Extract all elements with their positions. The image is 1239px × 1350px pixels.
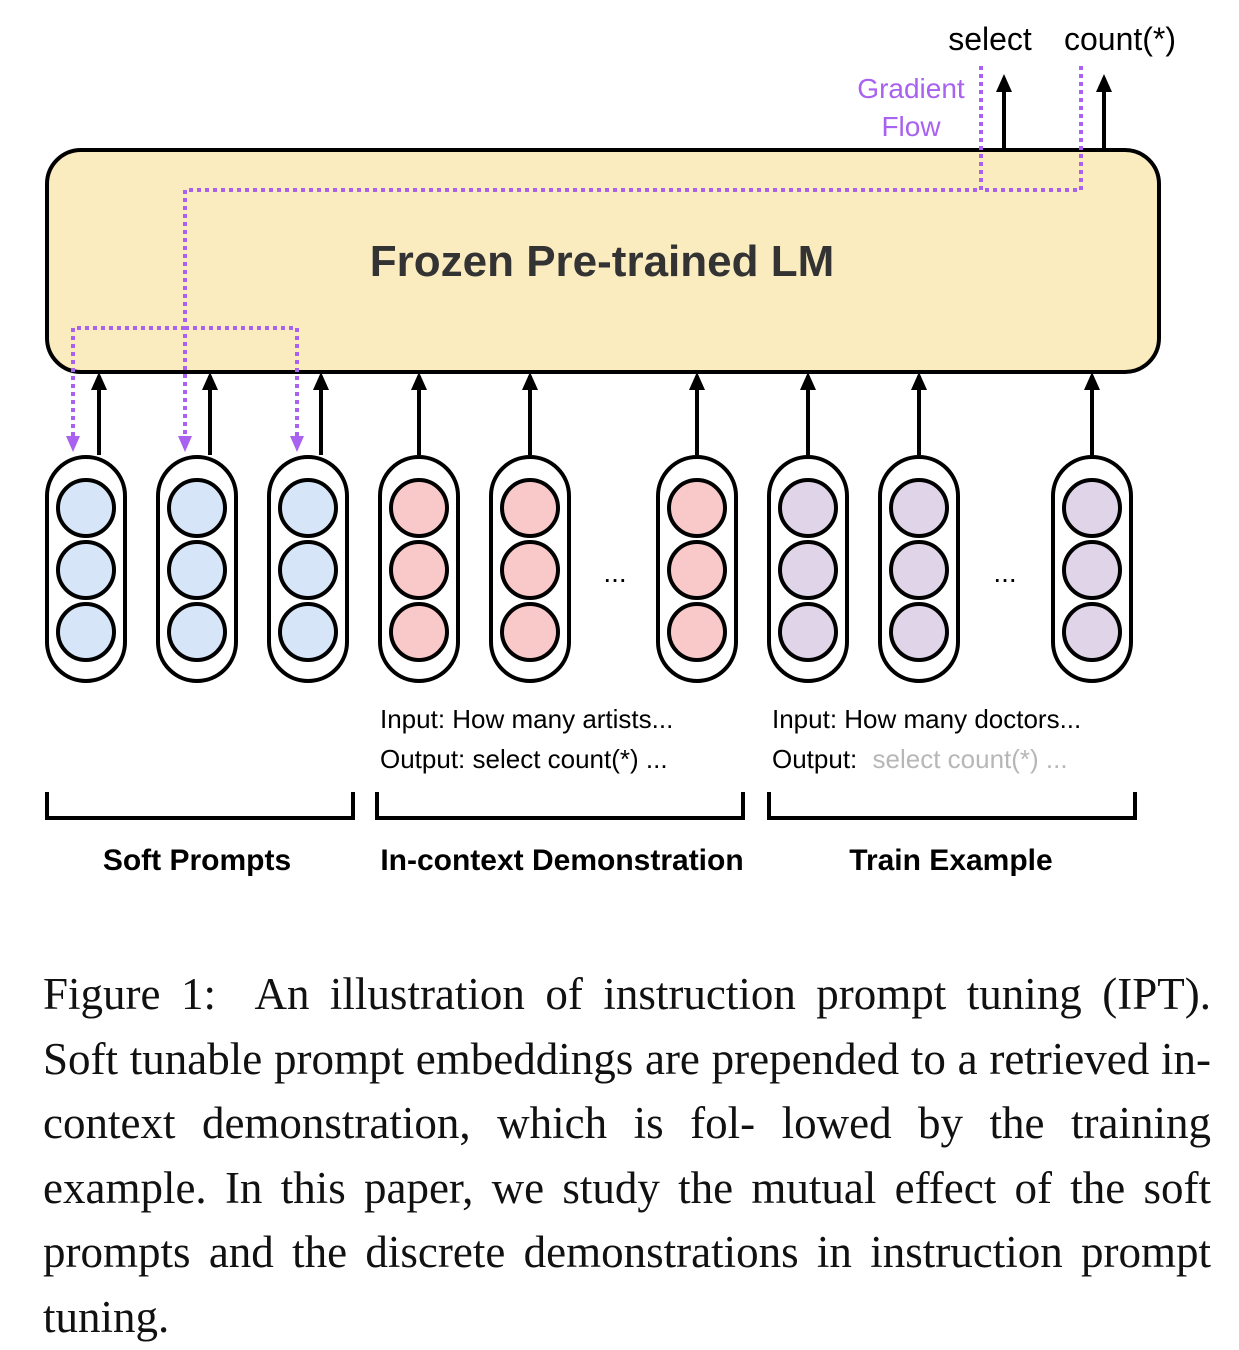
train-example-token-1 — [767, 372, 849, 683]
embedding-unit — [56, 602, 116, 662]
embedding-unit — [667, 478, 727, 538]
caption-line-5: the mutual effect of the soft prompts an… — [43, 1162, 1212, 1278]
group-label-demonstration: In-context Demonstration — [380, 844, 743, 877]
gradient-path-soft-1 — [66, 326, 185, 452]
embedding-unit — [778, 602, 838, 662]
in-context-demonstration-token-3 — [656, 372, 738, 683]
caption-line-1: Figure 1: An illustration of instruction… — [43, 969, 1082, 1019]
figure-caption: Figure 1: An illustration of instruction… — [43, 962, 1211, 1350]
embedding-unit — [278, 478, 338, 538]
train-output-value: select count(*) ... — [873, 744, 1068, 774]
frozen-lm-label: Frozen Pre-trained LM — [370, 237, 835, 286]
caption-line-3: to a retrieved in-context demonstration,… — [43, 1033, 1211, 1149]
ellipsis-demonstration: ... — [603, 557, 626, 588]
embedding-unit — [500, 478, 560, 538]
embedding-unit — [167, 478, 227, 538]
soft-prompts-token-2 — [156, 372, 238, 683]
embedding-unit — [389, 540, 449, 600]
embedding-unit — [278, 602, 338, 662]
caption-line-2: (IPT). Soft tunable prompt embeddings ar… — [43, 969, 1212, 1084]
embedding-unit — [56, 478, 116, 538]
ellipsis-train: ... — [993, 557, 1016, 588]
embedding-unit — [889, 602, 949, 662]
embedding-unit — [778, 478, 838, 538]
train-example-token-3 — [1051, 372, 1133, 683]
frozen-lm-box — [45, 148, 1161, 374]
embedding-unit — [1062, 602, 1122, 662]
embedding-unit — [667, 602, 727, 662]
bracket-demonstration — [375, 792, 745, 820]
in-context-demonstration-token-2 — [489, 372, 571, 683]
gradient-path-count — [981, 66, 1083, 192]
output-label-select: select — [948, 21, 1032, 57]
gradient-path-soft-3 — [185, 326, 304, 452]
embedding-unit — [889, 478, 949, 538]
caption-line-6: demonstrations in instruction prompt tun… — [43, 1227, 1211, 1342]
embedding-unit — [278, 540, 338, 600]
bracket-soft-prompts — [45, 792, 355, 820]
gradient-path-select — [178, 66, 983, 452]
bracket-train-example — [767, 792, 1137, 820]
train-output-line: Output: select count(*) ... — [772, 744, 1068, 774]
train-output-label: Output: — [772, 744, 857, 774]
embedding-unit — [500, 602, 560, 662]
gradient-label-line2: Flow — [881, 111, 941, 142]
soft-prompts-token-1 — [45, 372, 127, 683]
embedding-unit — [389, 478, 449, 538]
ipt-diagram: Frozen Pre-trained LM select count(*) Gr… — [45, 21, 1176, 877]
output-label-count: count(*) — [1064, 21, 1176, 57]
embedding-unit — [1062, 478, 1122, 538]
train-example-token-2 — [878, 372, 960, 683]
embedding-unit — [56, 540, 116, 600]
demo-output-text: Output: select count(*) ... — [380, 744, 668, 774]
embedding-unit — [500, 540, 560, 600]
group-label-soft-prompts: Soft Prompts — [103, 844, 291, 877]
train-input-text: Input: How many doctors... — [772, 704, 1081, 734]
embedding-unit — [889, 540, 949, 600]
gradient-label-line1: Gradient — [857, 73, 965, 104]
group-label-train-example: Train Example — [849, 844, 1052, 877]
embedding-unit — [389, 602, 449, 662]
in-context-demonstration-token-1 — [378, 372, 460, 683]
soft-prompts-token-3 — [267, 372, 349, 683]
demo-input-text: Input: How many artists... — [380, 704, 673, 734]
embedding-unit — [167, 602, 227, 662]
caption-line-4: lowed by the training example. In this p… — [43, 1098, 1211, 1213]
embedding-unit — [667, 540, 727, 600]
token-columns — [45, 372, 1133, 683]
embedding-unit — [1062, 540, 1122, 600]
embedding-unit — [167, 540, 227, 600]
embedding-unit — [778, 540, 838, 600]
